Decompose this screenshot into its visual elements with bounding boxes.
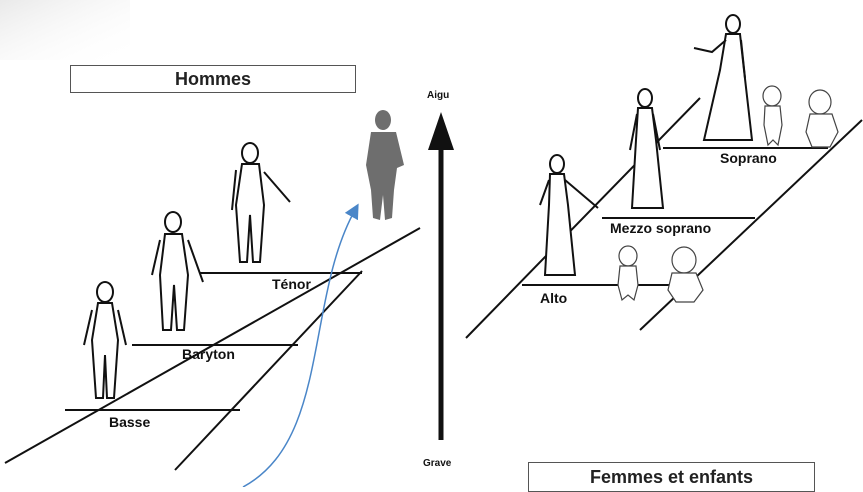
children-sketches-bottom [617, 245, 704, 303]
blue-curved-arrow [242, 203, 359, 487]
voice-label-soprano: Soprano [720, 150, 777, 166]
men-staircase [4, 227, 421, 471]
axis-high-label: Aigu [427, 90, 450, 101]
men-stair-rail-right [174, 270, 363, 471]
figure-soprano [693, 14, 754, 141]
children-sketches-top [762, 85, 839, 148]
women-stair-rail-left [465, 97, 701, 339]
figure-silhouette [366, 110, 404, 220]
corner-shade [0, 0, 130, 60]
voice-label-tenor: Ténor [272, 276, 311, 292]
women-children-title: Femmes et enfants [528, 462, 815, 492]
men-title: Hommes [70, 65, 356, 93]
figure-alto [539, 154, 599, 276]
voice-label-baryton: Baryton [182, 346, 235, 362]
figure-tenor [231, 142, 291, 263]
pitch-arrow [428, 112, 454, 440]
voice-label-alto: Alto [540, 290, 568, 306]
voice-label-mezzo: Mezzo soprano [610, 220, 712, 236]
figure-basse [83, 281, 127, 399]
women-staircase [465, 97, 863, 339]
voice-label-basse: Basse [109, 414, 151, 430]
axis-low-label: Grave [423, 458, 452, 469]
figure-baryton [151, 211, 204, 331]
figure-mezzo [629, 88, 665, 209]
